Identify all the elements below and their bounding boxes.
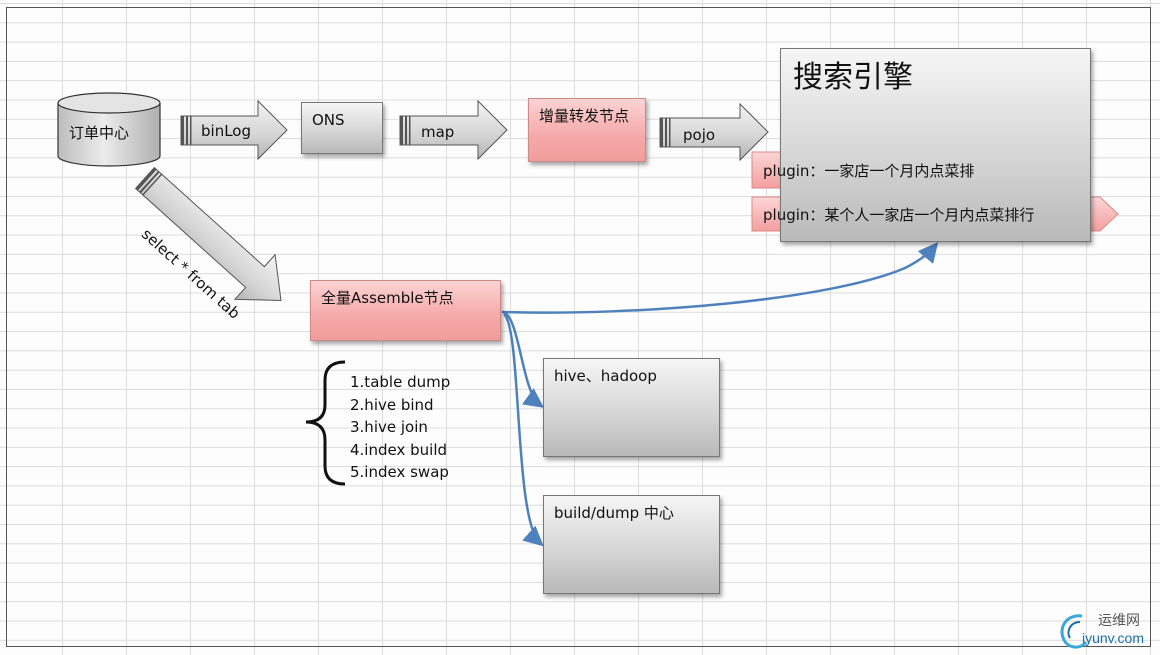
connector-to-build bbox=[502, 313, 544, 547]
watermark-line2: iyunv.com bbox=[1082, 630, 1144, 646]
hive-label: hive、hadoop bbox=[554, 367, 657, 385]
full-assemble-label: 全量Assemble节点 bbox=[321, 289, 454, 307]
step-item: 1.table dump bbox=[350, 373, 451, 391]
plugin2-label: plugin：某个人一家店一个月内点菜排行 bbox=[763, 206, 1035, 224]
incremental-node: 增量转发节点 bbox=[528, 98, 646, 162]
incremental-label: 增量转发节点 bbox=[539, 107, 630, 125]
step-item: 3.hive join bbox=[350, 418, 428, 436]
watermark-line1: 运维网 bbox=[1098, 613, 1140, 629]
watermark-swirl-icon bbox=[1060, 614, 1088, 649]
diagram-frame bbox=[6, 7, 1151, 647]
build-node: build/dump 中心 bbox=[543, 495, 720, 594]
ons-node: ONS bbox=[301, 102, 383, 154]
database-cylinder bbox=[57, 92, 161, 167]
map-label: map bbox=[421, 123, 455, 141]
db-label: 订单中心 bbox=[69, 124, 130, 142]
steps-list: 1.table dump 2.hive bind 3.hive join 4.i… bbox=[350, 371, 450, 484]
pojo-label: pojo bbox=[683, 126, 716, 144]
binlog-arrow bbox=[180, 99, 288, 161]
ons-label: ONS bbox=[312, 111, 345, 129]
step-item: 2.hive bind bbox=[350, 395, 434, 414]
map-arrow bbox=[399, 99, 508, 161]
pojo-arrow bbox=[659, 102, 769, 162]
full-assemble-node: 全量Assemble节点 bbox=[310, 280, 501, 341]
step-item: 5.index swap bbox=[350, 463, 449, 481]
watermark-logo: 运维网 iyunv.com bbox=[1058, 608, 1158, 654]
connector-to-hive bbox=[503, 310, 545, 408]
binlog-label: binLog bbox=[201, 122, 251, 140]
curly-brace bbox=[305, 360, 346, 486]
connector-to-search bbox=[501, 242, 939, 314]
plugin1-label: plugin：一家店一个月内点菜排 bbox=[763, 162, 975, 180]
build-label: build/dump 中心 bbox=[554, 504, 674, 522]
step-item: 4.index build bbox=[350, 440, 448, 459]
hive-node: hive、hadoop bbox=[543, 358, 720, 457]
search-engine-label: 搜索引擎 bbox=[793, 60, 913, 95]
search-engine-node: 搜索引擎 bbox=[780, 48, 1091, 242]
select-arrow bbox=[134, 166, 282, 301]
